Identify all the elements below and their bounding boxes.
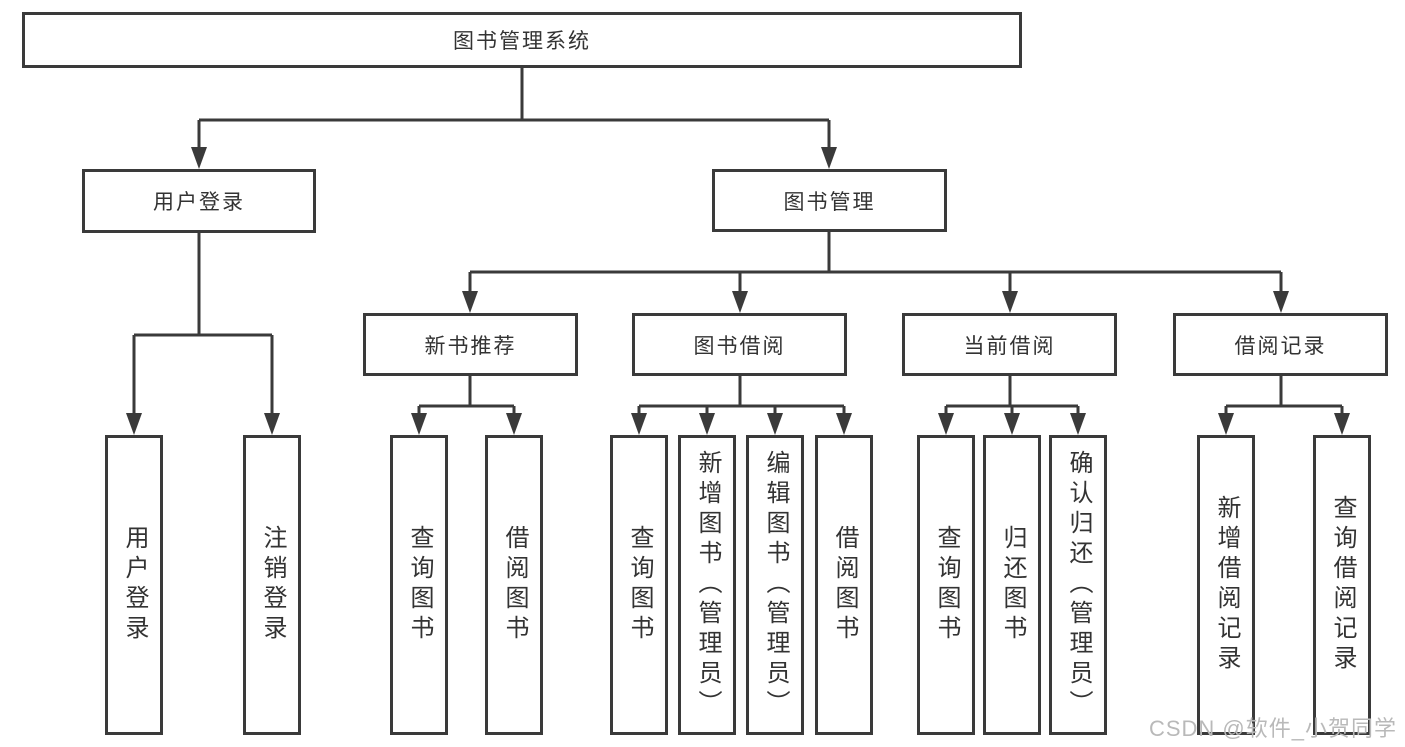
leaf-query-books-recommend: 查询图书 <box>390 435 448 735</box>
csdn-watermark: CSDN @软件_小贺同学 <box>1148 716 1397 741</box>
node-borrow-records: 借阅记录 <box>1173 313 1388 376</box>
node-new-book-recommend-label: 新书推荐 <box>424 334 517 358</box>
leaf-logout: 注销登录 <box>243 435 301 735</box>
leaf-add-borrow-record-label: 新增借阅记录 <box>1213 495 1240 675</box>
leaf-user-login: 用户登录 <box>105 435 163 735</box>
node-book-management: 图书管理 <box>712 169 947 232</box>
leaf-return-books-label: 归还图书 <box>999 525 1026 645</box>
leaf-user-login-label: 用户登录 <box>121 525 148 645</box>
leaf-edit-books-admin: 编辑图书（管理员） <box>746 435 804 735</box>
leaf-query-borrow-record: 查询借阅记录 <box>1313 435 1371 735</box>
leaf-query-books-borrow: 查询图书 <box>610 435 668 735</box>
leaf-edit-books-admin-label: 编辑图书（管理员） <box>762 450 789 720</box>
leaf-confirm-return-admin-label: 确认归还（管理员） <box>1065 450 1092 720</box>
node-user-login-label: 用户登录 <box>153 191 245 214</box>
leaf-add-books-admin: 新增图书（管理员） <box>678 435 736 735</box>
node-user-login: 用户登录 <box>82 169 316 233</box>
node-book-borrow-label: 图书借阅 <box>693 334 786 358</box>
leaf-query-books-current: 查询图书 <box>917 435 975 735</box>
leaf-borrow-books-recommend: 借阅图书 <box>485 435 543 735</box>
node-borrow-records-label: 借阅记录 <box>1234 334 1327 358</box>
node-root-label: 图书管理系统 <box>453 30 591 53</box>
leaf-query-books-borrow-label: 查询图书 <box>626 525 653 645</box>
arrowheads <box>126 147 1350 435</box>
leaf-logout-label: 注销登录 <box>259 525 286 645</box>
leaf-borrow-books: 借阅图书 <box>815 435 873 735</box>
node-current-borrow: 当前借阅 <box>902 313 1117 376</box>
node-current-borrow-label: 当前借阅 <box>963 334 1056 358</box>
leaf-borrow-books-recommend-label: 借阅图书 <box>501 525 528 645</box>
node-new-book-recommend: 新书推荐 <box>363 313 578 376</box>
node-root-system: 图书管理系统 <box>22 12 1022 68</box>
node-book-borrow: 图书借阅 <box>632 313 847 376</box>
leaf-add-books-admin-label: 新增图书（管理员） <box>694 450 721 720</box>
leaf-query-books-current-label: 查询图书 <box>933 525 960 645</box>
node-book-management-label: 图书管理 <box>783 190 876 214</box>
leaf-return-books: 归还图书 <box>983 435 1041 735</box>
leaf-query-books-recommend-label: 查询图书 <box>406 525 433 645</box>
leaf-confirm-return-admin: 确认归还（管理员） <box>1049 435 1107 735</box>
leaf-add-borrow-record: 新增借阅记录 <box>1197 435 1255 735</box>
leaf-query-borrow-record-label: 查询借阅记录 <box>1329 495 1356 675</box>
leaf-borrow-books-label: 借阅图书 <box>831 525 858 645</box>
